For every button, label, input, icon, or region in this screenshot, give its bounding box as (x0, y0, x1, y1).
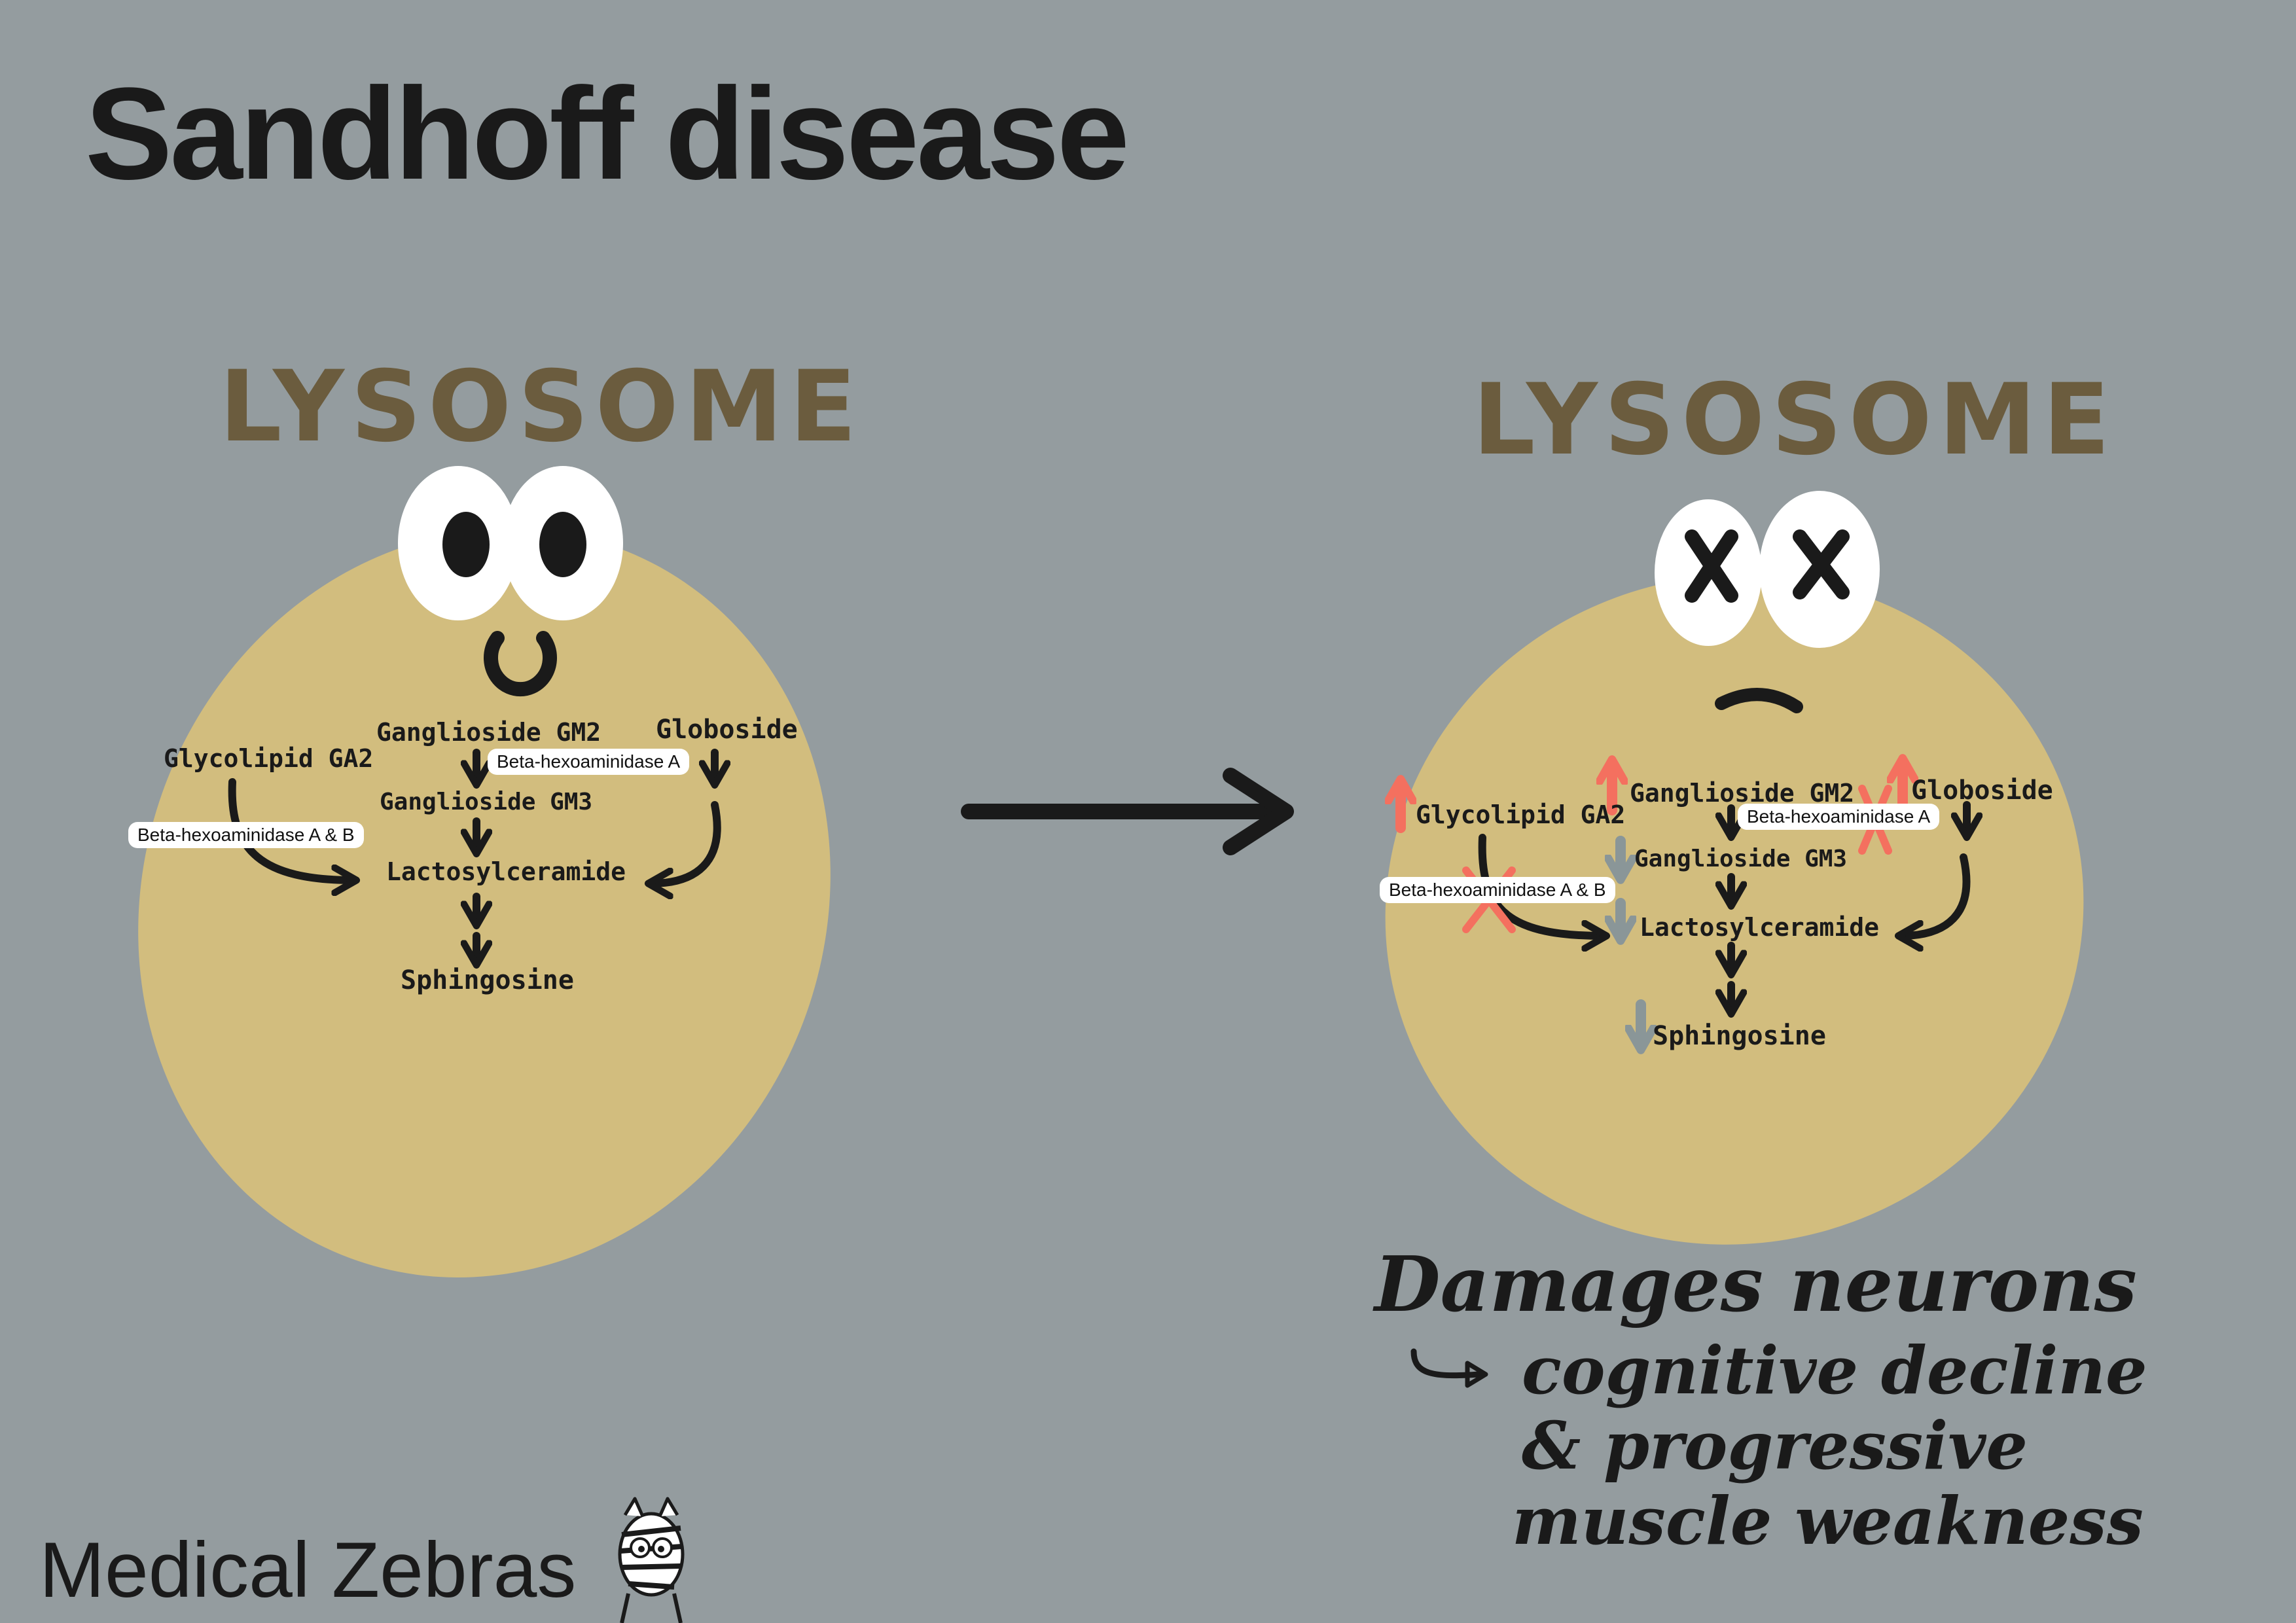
left-pupil-right (539, 512, 586, 577)
note-line-4: muscle weakness (1512, 1482, 2144, 1560)
transition-arrow-head (1223, 768, 1294, 855)
right-label-lactosyl: Lactosylceramide (1640, 913, 1880, 942)
left-pupil-left (442, 512, 490, 577)
right-label-gm3: Ganglioside GM3 (1634, 846, 1848, 872)
left-label-ga2: Glycolipid GA2 (164, 744, 374, 773)
left-label-gm2: Ganglioside GM2 (376, 718, 601, 747)
note-line-2: cognitive decline (1522, 1332, 2147, 1409)
right-enzyme-hexAB: Beta-hexoaminidase A & B (1380, 877, 1615, 903)
note-bullet-arrow-icon (1410, 1348, 1488, 1388)
left-label-gm3: Ganglioside GM3 (380, 789, 593, 815)
brand-name: Medical Zebras (39, 1526, 577, 1614)
note-line-1: Damages neurons (1374, 1240, 2137, 1329)
left-label-sphingosine: Sphingosine (401, 965, 574, 995)
right-enzyme-hexA: Beta-hexoaminidase A (1738, 804, 1940, 830)
right-label-gm2: Ganglioside GM2 (1630, 779, 1855, 808)
left-label-lactosyl: Lactosylceramide (386, 857, 626, 886)
left-label-globoside: Globoside (656, 715, 798, 745)
note-line-3: & progressive (1522, 1407, 2028, 1484)
right-label-ga2: Glycolipid GA2 (1416, 800, 1626, 829)
zebra-logo-icon (618, 1497, 685, 1623)
page-title: Sandhoff disease (85, 61, 1130, 207)
right-eye-x-right-b (1793, 529, 1850, 599)
left-arrow-globo-lac (651, 801, 721, 883)
right-lysosome-heading: LYSOSOME (1473, 363, 2117, 477)
left-mouth-o (484, 631, 557, 697)
right-eye-x-left-b (1685, 529, 1738, 603)
left-enzyme-hexAB: Beta-hexoaminidase A & B (128, 822, 364, 848)
right-arrow-globo-lac (1901, 853, 1971, 936)
right-arrow-ga2-lac (1478, 834, 1604, 936)
left-arrow-ga2-lac (228, 778, 353, 880)
right-mouth-frown (1715, 688, 1803, 713)
left-lysosome-heading: LYSOSOME (219, 350, 863, 464)
right-label-sphingosine: Sphingosine (1653, 1021, 1826, 1051)
left-enzyme-hexA: Beta-hexoaminidase A (488, 749, 690, 775)
right-label-globoside: Globoside (1911, 776, 2053, 806)
